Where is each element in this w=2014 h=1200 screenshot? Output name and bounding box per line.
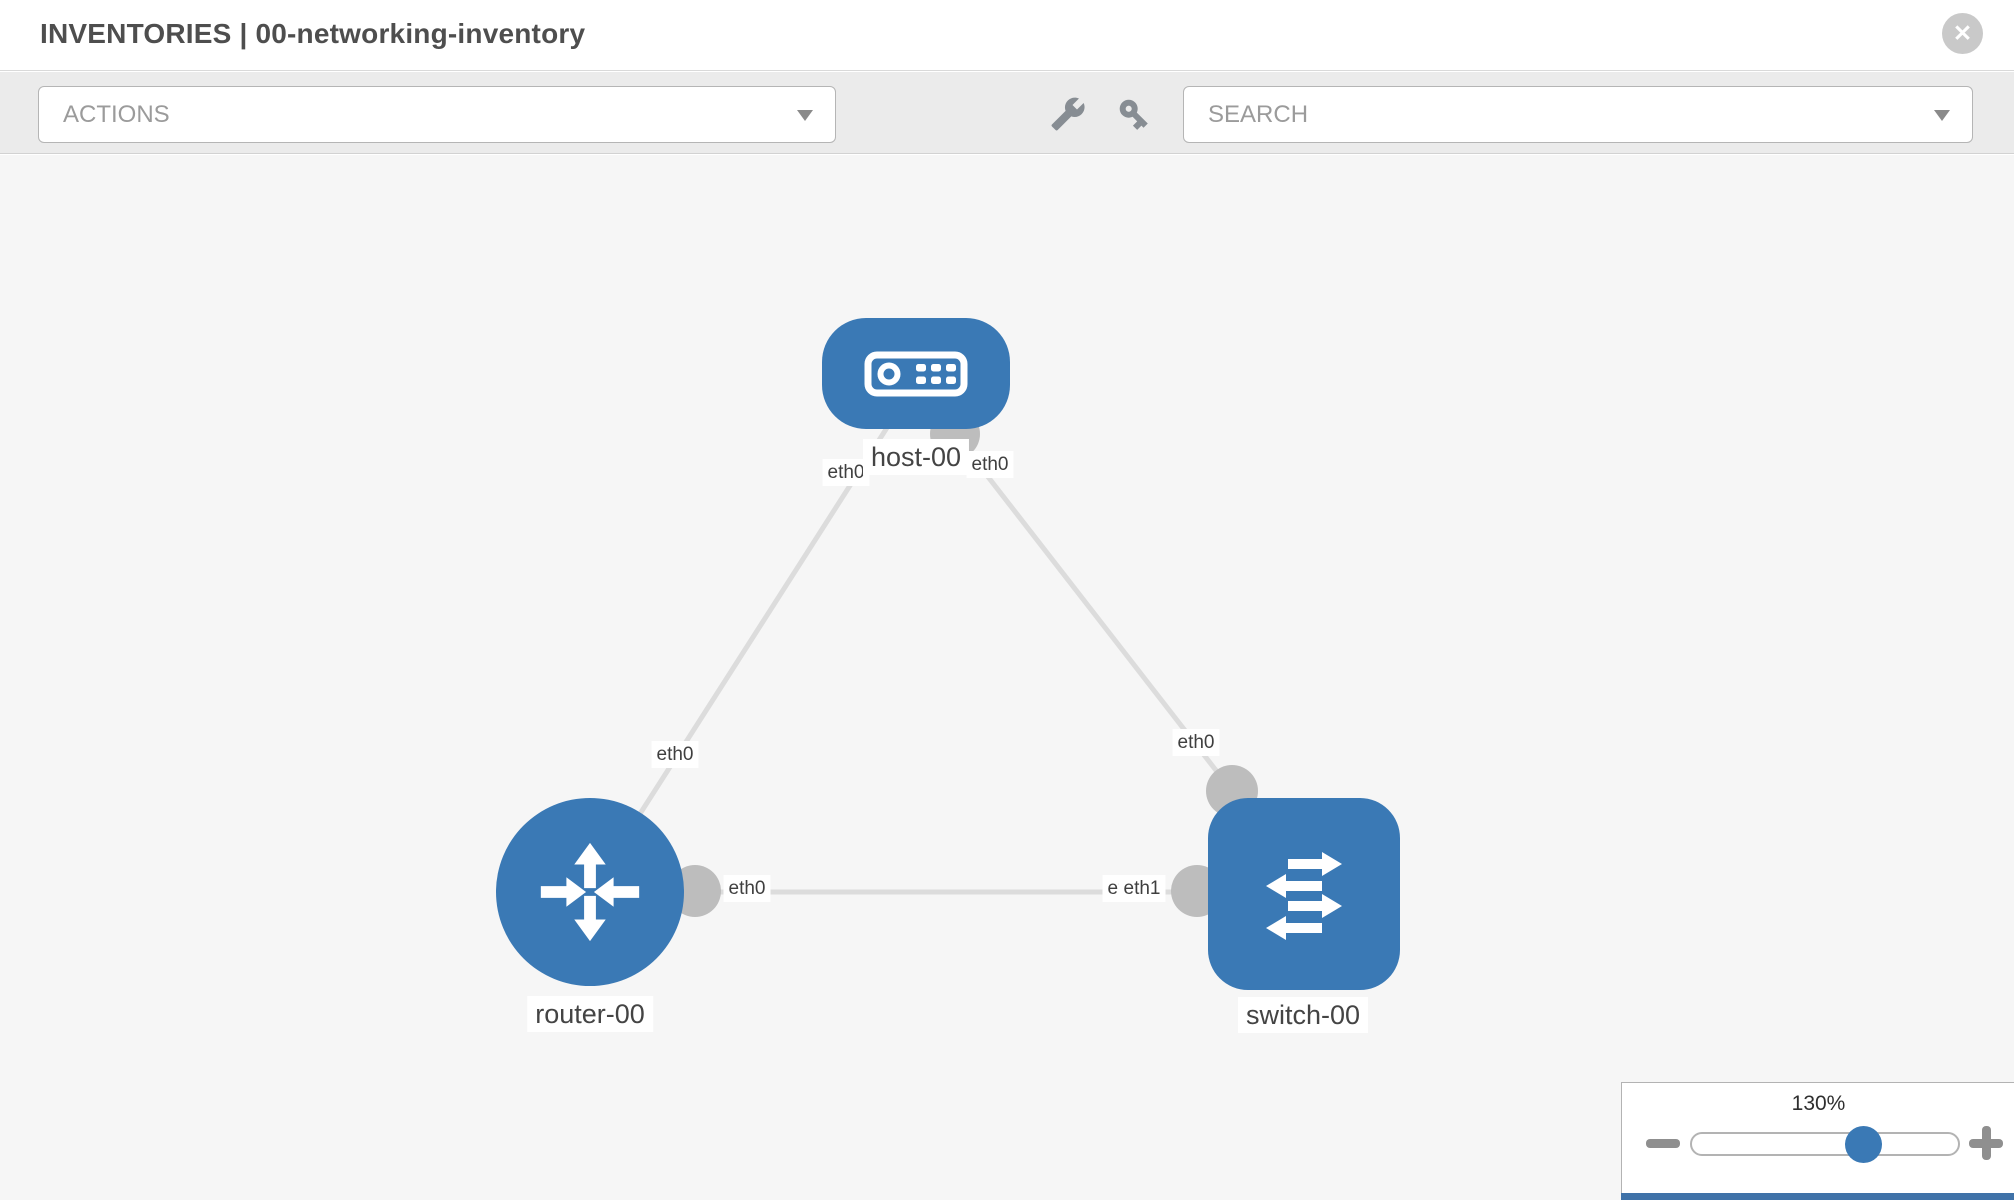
search-dropdown-placeholder: SEARCH — [1208, 100, 1309, 128]
chevron-down-icon — [1934, 109, 1950, 121]
links-layer — [587, 409, 1303, 917]
zoom-in-button[interactable] — [1969, 1126, 2003, 1160]
node-switch-00[interactable] — [1208, 798, 1400, 990]
plus-icon — [1982, 1126, 1991, 1160]
server-icon — [864, 351, 968, 396]
actions-dropdown[interactable]: ACTIONS — [38, 86, 836, 143]
node-label-host: host-00 — [862, 439, 970, 475]
toolbar: ACTIONS SEARCH — [0, 72, 2014, 154]
switch-arrows-icon — [1266, 852, 1342, 940]
wrench-icon — [1051, 97, 1085, 131]
interface-label: eth0 — [1172, 729, 1220, 756]
interface-label: eth0 — [822, 459, 870, 486]
configure-tools-button[interactable] — [1050, 96, 1086, 132]
interface-label: eth0 — [966, 451, 1014, 478]
node-router-00[interactable] — [496, 798, 684, 986]
interface-label: eth0 — [651, 741, 699, 768]
actions-dropdown-label: ACTIONS — [63, 100, 170, 128]
zoom-out-button[interactable] — [1646, 1139, 1680, 1148]
zoom-level-value: 130% — [1791, 1092, 1846, 1115]
page-title: INVENTORIES | 00-networking-inventory — [40, 18, 586, 49]
topology-canvas[interactable]: eth0 eth0 eth0 eth0 eth1 eth0 eth0 — [0, 155, 2014, 1200]
interface-label: eth1 — [1118, 875, 1166, 902]
credentials-button[interactable] — [1116, 96, 1152, 132]
node-label-router: router-00 — [527, 996, 653, 1032]
zoom-slider-track[interactable] — [1690, 1132, 1960, 1156]
interface-label: eth0 — [723, 875, 771, 902]
router-arrows-icon — [540, 842, 640, 942]
close-icon: ✕ — [1952, 20, 1973, 46]
node-host-00[interactable] — [822, 318, 1010, 429]
header: INVENTORIES | 00-networking-inventory ✕ — [0, 0, 2014, 71]
zoom-control-panel: 130% — [1621, 1082, 2014, 1200]
node-label-switch: switch-00 — [1237, 997, 1369, 1033]
search-dropdown[interactable]: SEARCH — [1183, 86, 1973, 143]
zoom-slider-thumb[interactable] — [1845, 1126, 1882, 1163]
chevron-down-icon — [797, 109, 813, 121]
key-icon — [1119, 99, 1148, 130]
panel-accent-strip — [1621, 1193, 2014, 1200]
close-button[interactable]: ✕ — [1942, 13, 1983, 54]
